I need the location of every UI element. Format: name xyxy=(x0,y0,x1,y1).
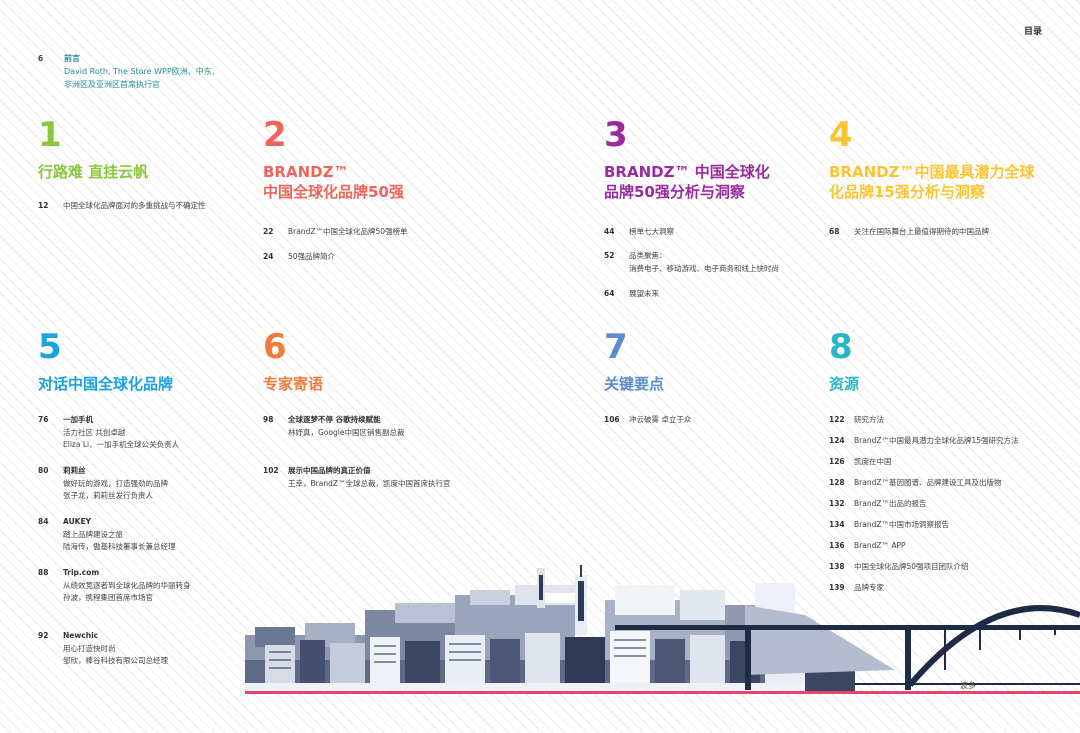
entry-text: 50强品牌简介 xyxy=(288,252,336,261)
page-number: 136 xyxy=(829,541,845,550)
section-6: 6 专家寄语 98 全球逐梦不停 谷歌持续赋能 林妤真，Google中国区销售副… xyxy=(263,327,503,488)
porto-skyline-illustration xyxy=(245,565,1080,691)
entry-text: BrandZ™基因图谱、品牌建设工具及出版物 xyxy=(854,478,1002,487)
page-number: 12 xyxy=(38,201,49,210)
entry-text: 关注在国际舞台上最值得期待的中国品牌 xyxy=(854,227,989,236)
page-number: 84 xyxy=(38,517,49,526)
accent-divider xyxy=(245,691,1080,694)
preface-author-line1: David Roth, The Store WPP欧洲、中东、 xyxy=(64,67,220,76)
page-number: 122 xyxy=(829,415,845,424)
page-number: 106 xyxy=(604,415,620,424)
entry-title: Trip.com xyxy=(63,568,100,577)
section-heading: 资源 xyxy=(829,375,860,393)
section-heading: 关键要点 xyxy=(604,375,665,393)
section-5: 5 对话中国全球化品牌 76 一加手机 活力社区 共创卓越 Eliza Li，一… xyxy=(38,327,278,665)
page-number: 24 xyxy=(263,252,274,261)
entry-text: BrandZ™ APP xyxy=(854,541,906,550)
entry-title: 展示中国品牌的真正价值 xyxy=(288,466,371,475)
entry-text: 消费电子、移动游戏、电子商务和线上快时尚 xyxy=(629,263,779,273)
entry-text: BrandZ™中国最具潜力全球化品牌15强研究方法 xyxy=(854,436,1019,445)
page-number: 80 xyxy=(38,466,49,475)
entry-text: 品牌专家 xyxy=(854,583,884,592)
section-number: 1 xyxy=(38,115,62,155)
entry-text: BrandZ™中国全球化品牌50强榜单 xyxy=(288,227,408,236)
illustration-caption: 波多 xyxy=(960,681,976,690)
page-number: 76 xyxy=(38,415,49,424)
section-1: 1 行路难 直挂云帆 12 中国全球化品牌面对的多重挑战与不确定性 xyxy=(38,115,278,210)
page-number: 6 xyxy=(38,54,44,63)
section-4: 4 BRANDZ™中国最具潜力全球 化品牌15强分析与洞察 68 关注在国际舞台… xyxy=(829,115,1079,236)
page-number: 22 xyxy=(263,227,274,236)
entry-text: 凯度在中国 xyxy=(854,457,892,466)
entry-text: 品类聚焦： xyxy=(629,251,667,260)
page-number: 139 xyxy=(829,583,845,592)
page-number: 92 xyxy=(38,631,49,640)
section-heading: 对话中国全球化品牌 xyxy=(38,375,174,393)
section-3: 3 BRANDZ™ 中国全球化 品牌50强分析与洞察 44 榜单七大洞察 52 … xyxy=(604,115,844,298)
page-number: 64 xyxy=(604,289,615,298)
section-7: 7 关键要点 106 冲云破雾 卓立于众 xyxy=(604,327,844,424)
page-number: 88 xyxy=(38,568,49,577)
entry-text: 中国全球化品牌50强项目团队介绍 xyxy=(854,562,969,571)
preface-title: 前言 xyxy=(64,54,80,63)
section-number: 6 xyxy=(263,327,287,367)
section-number: 3 xyxy=(604,115,628,155)
page-number: 124 xyxy=(829,436,845,445)
entry-text: 榜单七大洞察 xyxy=(629,227,674,236)
entry-text: 中国全球化品牌面对的多重挑战与不确定性 xyxy=(63,201,206,210)
page-number: 128 xyxy=(829,478,845,487)
entry-text: BrandZ™出品的报告 xyxy=(854,499,927,508)
entry-text: 研究方法 xyxy=(854,415,884,424)
entry-text: 展望未来 xyxy=(629,289,659,298)
section-number: 8 xyxy=(829,327,853,367)
page-number: 126 xyxy=(829,457,845,466)
toc-title: 目录 xyxy=(1024,27,1043,37)
entry-text: BrandZ™中国市场洞察报告 xyxy=(854,520,949,529)
section-number: 2 xyxy=(263,115,287,155)
section-heading: BRANDZ™ 中国全球化 品牌50强分析与洞察 xyxy=(604,163,770,201)
section-heading: BRANDZ™中国最具潜力全球 化品牌15强分析与洞察 xyxy=(829,163,1035,201)
page-number: 68 xyxy=(829,227,840,236)
section-2: 2 BRANDZ™ 中国全球化品牌50强 22 BrandZ™中国全球化品牌50… xyxy=(263,115,503,261)
entry-title: 莉莉丝 xyxy=(63,466,86,475)
page-number: 44 xyxy=(604,227,615,236)
preface-author-line2: 非洲区及亚洲区首席执行官 xyxy=(64,80,160,89)
entry-title: Newchic xyxy=(63,631,99,640)
page-number: 134 xyxy=(829,520,845,529)
section-8: 8 资源 122 研究方法 124 BrandZ™中国最具潜力全球化品牌15强研究方… xyxy=(829,327,1079,592)
page-number: 102 xyxy=(263,466,279,475)
section-number: 5 xyxy=(38,327,62,367)
section-number: 4 xyxy=(829,115,853,155)
section-number: 7 xyxy=(604,327,628,367)
page-number: 52 xyxy=(604,251,615,260)
entry-text: 冲云破雾 卓立于众 xyxy=(629,415,692,424)
entry-title: 一加手机 xyxy=(63,415,93,424)
page-number: 98 xyxy=(263,415,274,424)
entry-title: AUKEY xyxy=(63,517,92,526)
section-heading: 专家寄语 xyxy=(263,375,324,393)
entry-title: 全球逐梦不停 谷歌持续赋能 xyxy=(288,415,381,424)
page-number: 138 xyxy=(829,562,845,571)
page-number: 132 xyxy=(829,499,845,508)
section-heading: 行路难 直挂云帆 xyxy=(38,163,149,181)
section-heading: BRANDZ™ 中国全球化品牌50强 xyxy=(263,163,404,201)
